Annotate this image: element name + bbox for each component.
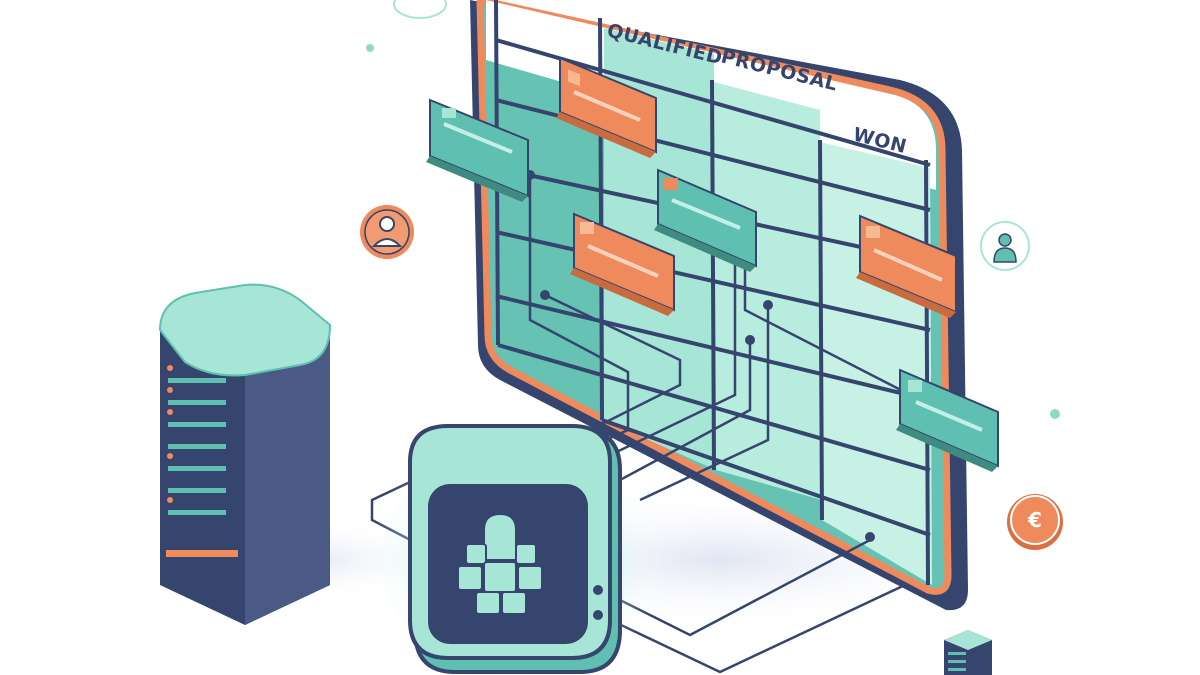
euro-coin-icon: € [1007, 494, 1063, 550]
deal-card-orange-3[interactable] [856, 214, 957, 318]
decorative-ring [393, 0, 447, 19]
deal-card-teal-2[interactable] [654, 168, 757, 272]
deal-card-teal-1[interactable] [426, 98, 529, 202]
deal-card-teal-3[interactable] [896, 368, 999, 472]
user-icon-outline [980, 221, 1030, 271]
server-vents [168, 378, 226, 515]
server-icon [158, 283, 332, 625]
deal-card-orange-1[interactable] [556, 56, 657, 158]
connector-nodes [525, 170, 875, 542]
deal-card-orange-2[interactable] [570, 212, 675, 316]
server-leds [167, 365, 173, 503]
crm-hub-device[interactable] [365, 424, 665, 675]
server-status-bar [166, 550, 238, 557]
decorative-dots [366, 44, 1060, 419]
user-icon [360, 205, 414, 259]
column-extra-bg [820, 142, 932, 585]
column-won-bg [714, 82, 822, 500]
euro-symbol: € [1027, 508, 1042, 532]
small-server-icon [944, 630, 992, 675]
kanban-board: QUALIFIED PROPOSAL WON [470, 0, 968, 611]
crm-hub-icon [457, 512, 543, 615]
